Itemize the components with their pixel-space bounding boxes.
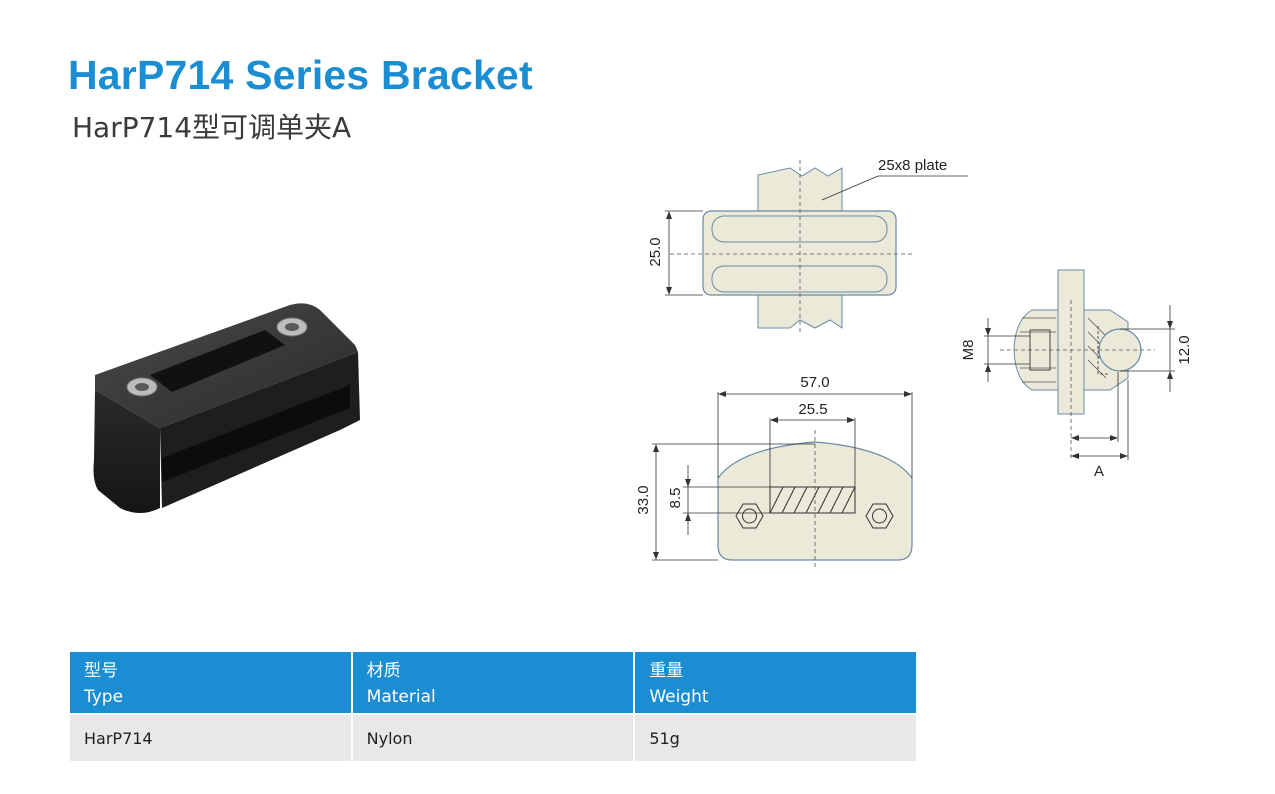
side-view: M8 12.0 A (960, 269, 1193, 480)
side-diameter-dim: 12.0 (1176, 335, 1193, 364)
side-thread-dim: M8 (960, 340, 977, 361)
product-photo (93, 303, 360, 513)
header-type-zh: 型号 (84, 661, 118, 681)
header-material-zh: 材质 (366, 661, 401, 681)
header-type-en: Type (84, 687, 124, 707)
page-subtitle: HarP714型可调单夹A (72, 111, 352, 144)
cell-weight: 51g (635, 713, 916, 761)
plate-label: 25x8 plate (878, 157, 947, 174)
page-title: HarP714 Series Bracket (68, 52, 533, 98)
table-header-row: 型号 Type 材质 Material 重量 Weight (70, 652, 916, 713)
spec-table: 型号 Type 材质 Material 重量 Weight HarP714 Ny… (68, 652, 918, 761)
header-material-en: Material (366, 687, 436, 707)
front-height-dim: 33.0 (635, 485, 652, 514)
top-view: 25x8 plate 25.0 (647, 157, 968, 335)
front-slot-dim: 25.5 (798, 401, 827, 418)
front-width-dim: 57.0 (800, 374, 829, 391)
front-slot-height-dim: 8.5 (667, 488, 684, 509)
header-type: 型号 Type (70, 652, 351, 713)
header-weight: 重量 Weight (635, 652, 916, 713)
side-offset-label: A (1094, 463, 1104, 480)
cell-type: HarP714 (70, 713, 351, 761)
header-material: 材质 Material (352, 652, 634, 713)
front-view: 57.0 25.5 33.0 8.5 (635, 374, 913, 570)
header-weight-en: Weight (649, 687, 709, 707)
top-height-dim: 25.0 (647, 237, 664, 266)
cell-material: Nylon (352, 713, 634, 761)
header-weight-zh: 重量 (649, 661, 684, 681)
table-row: HarP714 Nylon 51g (70, 713, 916, 761)
